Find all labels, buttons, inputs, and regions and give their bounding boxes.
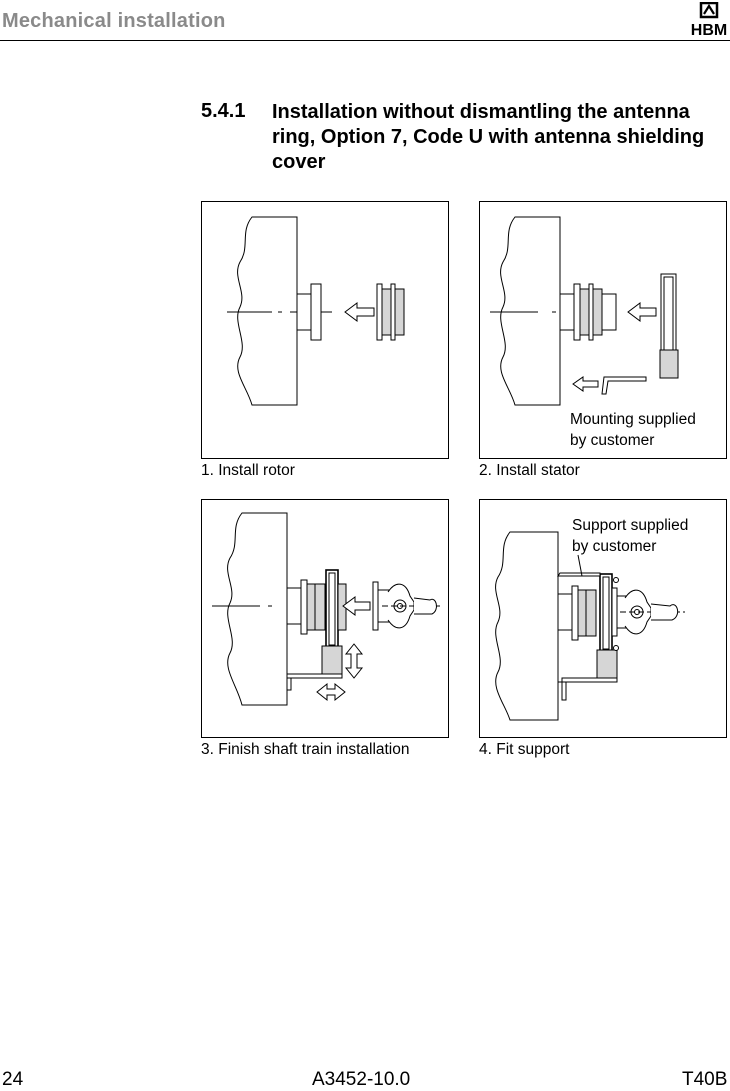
caption-install-stator: 2. Install stator [479,462,580,479]
figure-4-note-line-1: Support supplied [572,517,689,534]
caption-finish-shaft-train: 3. Finish shaft train installation [201,741,410,758]
footer-page-number: 24 [2,1069,24,1090]
footer-product: T40B [682,1069,728,1090]
caption-install-rotor: 1. Install rotor [201,462,295,479]
section-number: 5.4.1 [201,100,246,122]
caption-fit-support: 4. Fit support [479,741,570,758]
figure-2-note-line-2: by customer [570,432,655,449]
hbm-logo: HBM [690,1,728,39]
figure-4-note-line-2: by customer [572,538,657,555]
footer-doc-id: A3452-10.0 [312,1069,411,1090]
logo-text: HBM [691,22,727,38]
header-title: Mechanical installation [2,10,226,32]
section-title: Installation without dismantling the ant… [272,101,705,173]
header-rule [0,40,730,41]
figure-finish-shaft-train [201,499,449,738]
figure-fit-support: Support supplied by customer [479,499,727,738]
figure-2-note-line-1: Mounting supplied [570,411,696,428]
figure-install-stator: Mounting supplied by customer [479,201,727,459]
figure-install-rotor [201,201,449,459]
